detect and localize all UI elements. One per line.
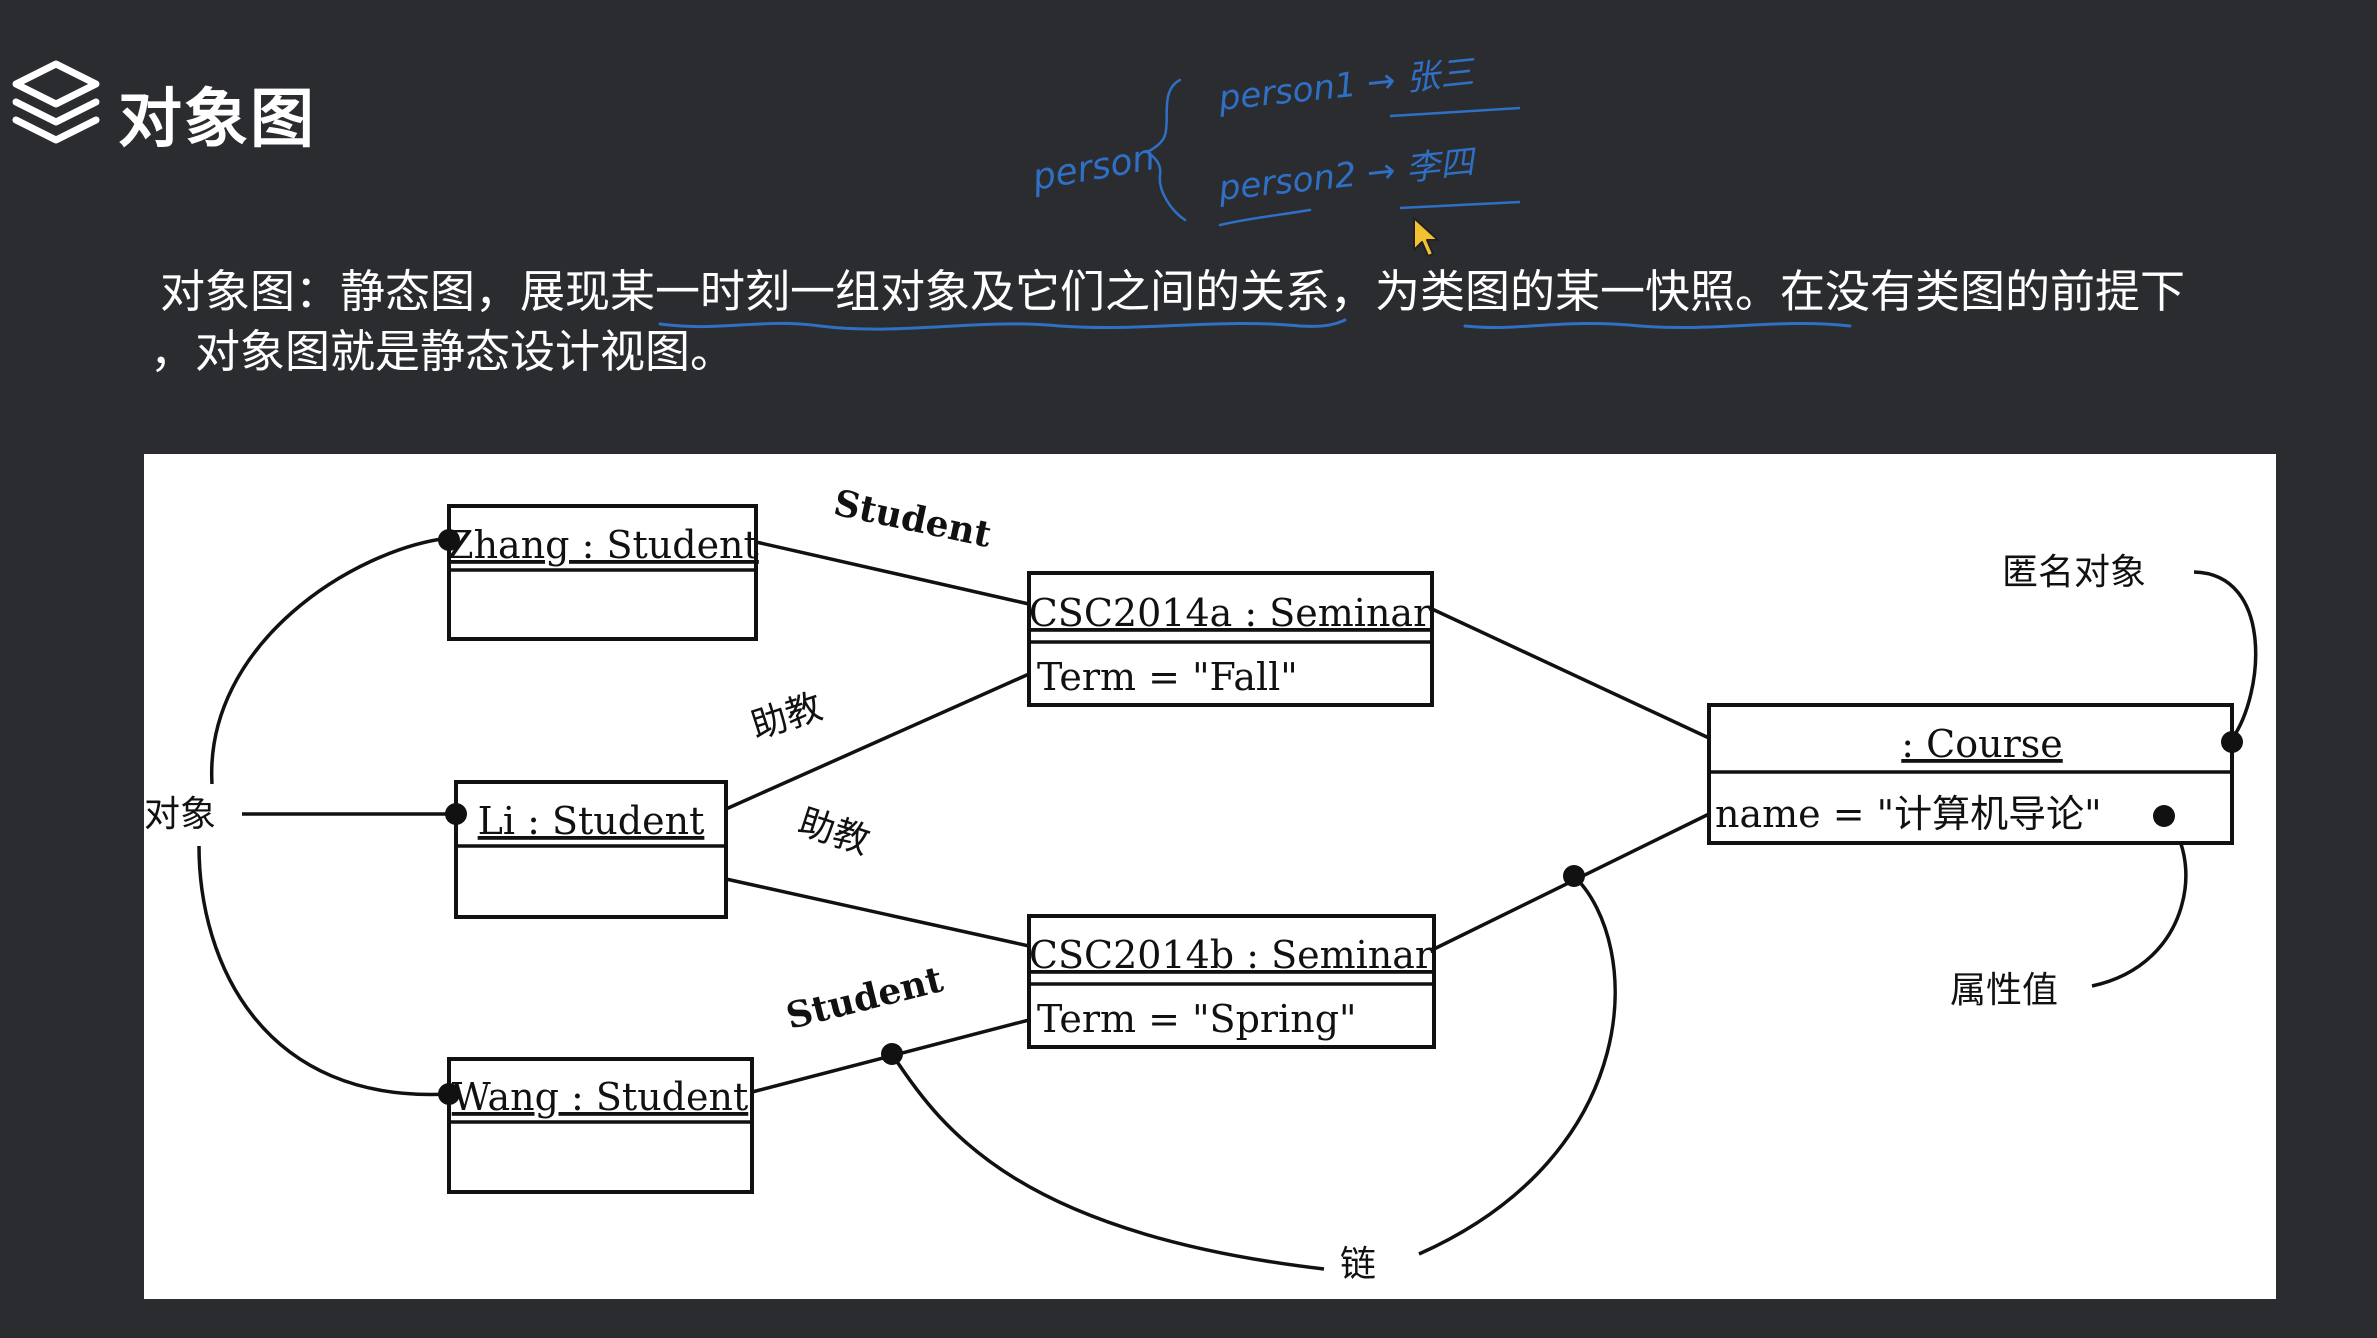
handwritten-root: person	[1028, 137, 1158, 199]
description-line-2: ，对象图就是静态设计视图。	[150, 325, 736, 378]
object-attribute: Term = "Spring"	[1037, 997, 1357, 1041]
annotation-anonymous-object: 匿名对象	[2002, 552, 2146, 593]
dot-course-attribute	[2153, 805, 2175, 827]
dot-zhang	[438, 529, 460, 551]
handwritten-branch-2: person2 → 李四	[1216, 142, 1480, 209]
handwritten-branch-1: person1 → 张三	[1216, 52, 1479, 119]
object-name: Li : Student	[478, 799, 705, 843]
link-label-student-bottom: Student	[782, 958, 947, 1037]
object-diagram-panel: Zhang : Student Li : Student Wang : Stud…	[144, 454, 2276, 1299]
link-zhang-csc-a	[755, 540, 1030, 606]
link-csc-a-course	[1431, 607, 1710, 740]
object-zhang-student: Zhang : Student	[447, 504, 759, 641]
object-csc2014a-seminar: CSC2014a : Seminar Term = "Fall"	[1027, 571, 1434, 707]
diagram-dots	[438, 529, 2243, 1105]
object-anonymous-course: : Course name = "计算机导论"	[1707, 703, 2234, 845]
layers-icon	[12, 60, 100, 144]
link-annotation-curve-left	[890, 1053, 1325, 1271]
page-title: 对象图	[118, 83, 316, 157]
object-name: Zhang : Student	[447, 523, 759, 567]
object-li-student: Li : Student	[454, 780, 728, 919]
object-annotation-curve-bottom	[197, 845, 450, 1097]
annotation-attribute-value: 属性值	[1950, 970, 2058, 1011]
anonymous-annotation-curve	[2193, 570, 2258, 741]
description: 对象图：静态图，展现某一时刻一组对象及它们之间的关系，为类图的某一快照。在没有类…	[150, 262, 2340, 382]
dot-li	[445, 803, 467, 825]
object-attribute: Term = "Fall"	[1037, 655, 1298, 699]
annotation-object: 对象	[144, 794, 216, 835]
dot-link-csc-b-course	[1563, 865, 1585, 887]
annotation-link: 链	[1340, 1244, 1376, 1285]
object-name: CSC2014a : Seminar	[1029, 591, 1432, 635]
description-line-1: 对象图：静态图，展现某一时刻一组对象及它们之间的关系，为类图的某一快照。在没有类…	[160, 265, 2186, 318]
link-li-csc-a	[725, 672, 1030, 811]
link-li-csc-b	[725, 877, 1030, 948]
handwritten-note: person person1 → 张三 person2 → 李四	[1028, 52, 1521, 227]
mouse-cursor-icon	[1413, 217, 1439, 257]
object-wang-student: Wang : Student	[447, 1057, 754, 1194]
object-name: Wang : Student	[452, 1075, 749, 1119]
object-csc2014b-seminar: CSC2014b : Seminar Term = "Spring"	[1027, 914, 1436, 1049]
link-label-ta-2: 助教	[793, 802, 874, 863]
object-diagram: Zhang : Student Li : Student Wang : Stud…	[144, 482, 2258, 1285]
link-label-student-top: Student	[830, 482, 995, 556]
link-annotation-curve-right	[1418, 874, 1617, 1256]
object-name: CSC2014b : Seminar	[1029, 933, 1434, 977]
link-label-ta-1: 助教	[746, 686, 827, 747]
object-annotation-curve-top	[210, 536, 450, 785]
dot-wang	[438, 1083, 460, 1105]
dot-course-anonymous	[2221, 731, 2243, 753]
object-attribute: name = "计算机导论"	[1715, 792, 2102, 836]
dot-link-wang-csc-b	[881, 1043, 903, 1065]
object-name: : Course	[1901, 722, 2062, 766]
